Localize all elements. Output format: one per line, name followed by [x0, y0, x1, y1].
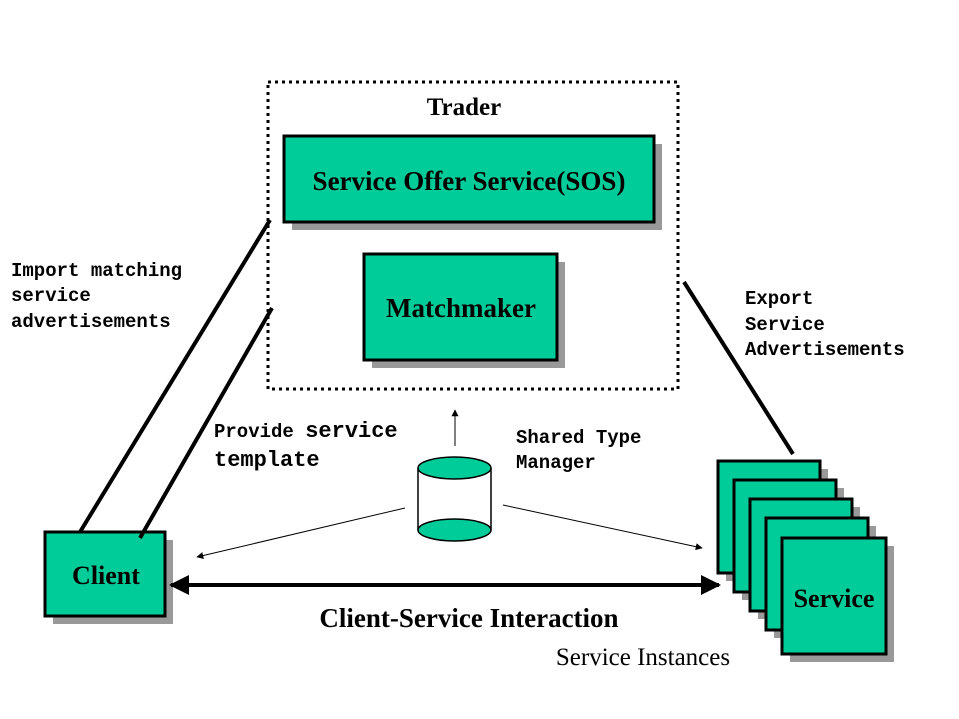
type-manager-to-client-arrow	[196, 507, 406, 559]
provide-label-line2: template	[214, 448, 320, 473]
provide-label-part2: service	[305, 419, 397, 444]
sos-label: Service Offer Service(SOS)	[313, 166, 626, 196]
export-label-line: Export	[745, 288, 813, 310]
service-instances-label: Service Instances	[556, 644, 730, 671]
import-label-line: Import matching	[11, 260, 182, 282]
shared-type-manager-cylinder	[417, 456, 492, 542]
provide-label-line1: Provide service	[214, 419, 398, 444]
matchmaker-box	[362, 252, 559, 362]
import-label: Import matching service advertisements	[11, 260, 182, 333]
export-label-line: Advertisements	[745, 339, 905, 361]
trader-label: Trader	[427, 94, 502, 121]
shared-type-label-line: Manager	[516, 452, 596, 474]
interaction-label: Client-Service Interaction	[319, 603, 618, 633]
service-stack: Service	[716, 459, 894, 662]
service-box	[780, 536, 888, 656]
shared-type-label: Shared Type Manager	[516, 427, 641, 474]
trader-container	[266, 80, 680, 391]
export-label: Export Service Advertisements	[745, 288, 905, 361]
type-manager-to-service-arrow	[502, 504, 703, 551]
client-box	[43, 530, 167, 618]
shared-type-label-line: Shared Type	[516, 427, 641, 449]
import-line	[78, 218, 272, 534]
export-label-line: Service	[745, 314, 825, 336]
service-label: Service	[794, 584, 875, 613]
export-line	[682, 280, 795, 456]
matchmaker-label: Matchmaker	[386, 293, 536, 323]
import-label-line: advertisements	[11, 311, 171, 333]
provide-template-line	[138, 307, 274, 539]
import-label-line: service	[11, 285, 91, 307]
client-label: Client	[72, 561, 140, 590]
sos-box	[282, 134, 656, 224]
provide-label-part1: Provide	[214, 421, 305, 443]
